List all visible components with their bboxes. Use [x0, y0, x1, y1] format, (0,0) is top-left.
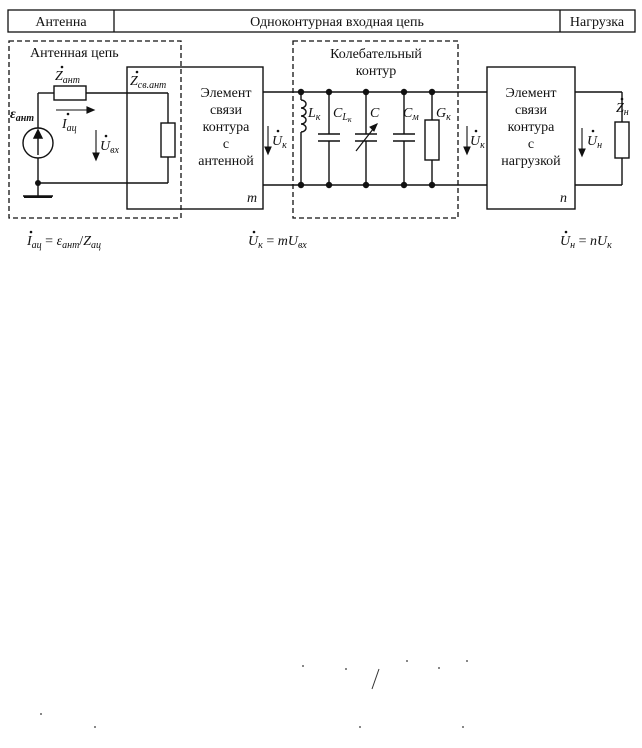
scan-speck-stroke: [371, 668, 380, 690]
formula-current: Iац = εант/Zац: [26, 234, 101, 251]
scan-specks: [40, 660, 468, 728]
cm-label: Cм: [403, 106, 419, 123]
i-ac-label: Iац: [61, 117, 77, 134]
header-load: Нагрузка: [570, 15, 625, 30]
svg-text:с: с: [223, 137, 229, 152]
tank-title-2: контур: [356, 64, 397, 79]
gk-label: Gк: [436, 106, 451, 123]
zn-resistor: [614, 121, 630, 159]
c-label: C: [370, 106, 380, 121]
formula-uk: Uк = mUвх: [248, 234, 307, 251]
voltage-arrows: [56, 106, 586, 162]
coupling-coef-n: n: [560, 191, 567, 206]
svg-text:контура: контура: [203, 120, 251, 135]
svg-text:антенной: антенной: [198, 154, 254, 169]
emf-source-icon: [22, 127, 54, 159]
lk-label: Lк: [307, 106, 321, 123]
antenna-circuit-title: Антенная цепь: [30, 46, 119, 61]
coupling-antenna-box: [126, 66, 264, 210]
un-label: Uн: [587, 134, 602, 151]
eps-ant-label: εант: [10, 107, 34, 124]
coupling-load-text: Элемент связи контура с нагрузкой: [501, 86, 561, 169]
u-vx-label: Uвх: [100, 139, 119, 156]
z-sv-ant-resistor: [160, 122, 176, 158]
header-input-circuit: Одноконтурная входная цепь: [250, 15, 424, 30]
uk-left-label: Uк: [272, 134, 287, 151]
uk-right-label: Uк: [470, 134, 485, 151]
coupling-antenna-text: Элемент связи контура с антенной: [198, 86, 254, 169]
header-bar: [7, 9, 636, 33]
overdots: [29, 65, 624, 234]
formula-un: Uн = nUк: [560, 234, 612, 251]
clk-label: CLк: [333, 106, 352, 124]
svg-text:связи: связи: [515, 103, 548, 118]
z-ant-resistor: [53, 85, 87, 101]
junction-dots: [35, 88, 436, 189]
capacitor-clk-icon: [318, 133, 340, 142]
svg-text:Элемент: Элемент: [201, 86, 252, 101]
svg-text:Элемент: Элемент: [506, 86, 557, 101]
svg-text:связи: связи: [210, 103, 243, 118]
tank-title-1: Колебательный: [330, 47, 422, 62]
gk-resistor: [424, 119, 440, 161]
inductor-icon: [300, 99, 307, 133]
svg-text:контура: контура: [508, 120, 556, 135]
capacitor-cm-icon: [393, 133, 415, 142]
svg-text:с: с: [528, 137, 534, 152]
variable-capacitor-icon: [355, 123, 378, 152]
z-sv-ant-label: Zсв.ант: [130, 74, 166, 91]
z-ant-label: Zант: [55, 69, 80, 86]
tank-circuit-box: [292, 40, 459, 219]
header-antenna: Антенна: [35, 15, 87, 30]
svg-text:нагрузкой: нагрузкой: [501, 154, 561, 169]
zn-label: Zн: [616, 101, 629, 118]
coupling-coef-m: m: [247, 191, 257, 206]
antenna-circuit-box: [8, 40, 182, 219]
coupling-load-box: [486, 66, 576, 210]
